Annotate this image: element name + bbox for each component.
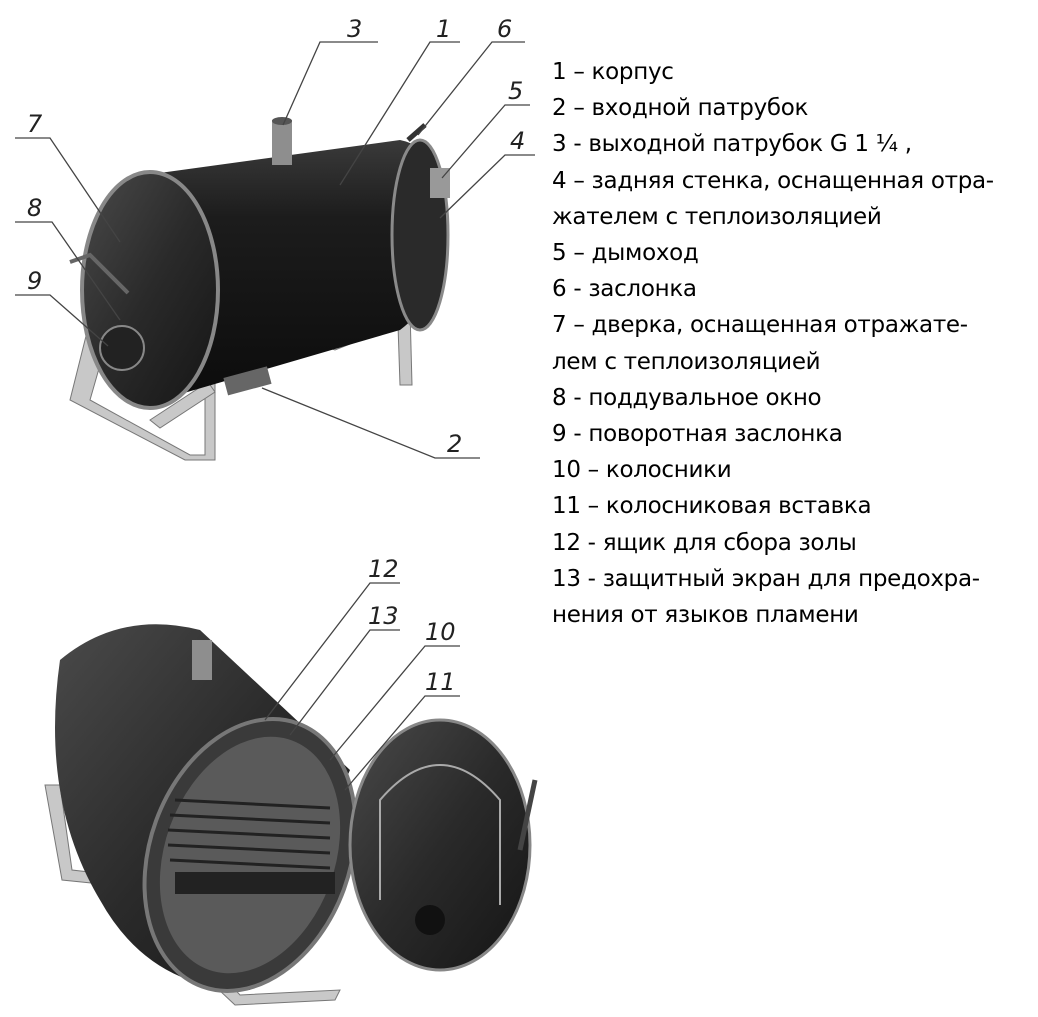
legend-item: 4 – задняя стенка, оснащенная отра- (552, 167, 994, 194)
parts-legend: 1 – корпус 2 – входной патрубок 3 - выхо… (552, 54, 994, 633)
open-door (348, 718, 532, 972)
legend-item: 9 - поворотная заслонка (552, 421, 843, 448)
callout-4: 4 (510, 127, 525, 155)
door (80, 170, 220, 410)
legend-item: 8 - поддувальное окно (552, 384, 822, 411)
door-handle (517, 779, 538, 851)
inlet-pipe (223, 366, 272, 396)
callout-7: 7 (27, 110, 43, 138)
callout-6: 6 (497, 15, 512, 43)
legend-item: 1 – корпус (552, 59, 674, 85)
door-handle (69, 252, 130, 295)
boiler-body (145, 140, 446, 400)
legend-item: 13 - защитный экран для предохра- (552, 565, 980, 592)
legend-item: 10 – колосники (552, 457, 732, 484)
callout-9: 9 (27, 267, 42, 295)
rotary-damper (99, 325, 145, 371)
outlet-pipe (192, 640, 212, 680)
callout-8: 8 (27, 194, 42, 222)
grate-bars (167, 798, 331, 870)
legend-item: лем с теплоизоляцией (552, 348, 821, 375)
air-window (415, 905, 445, 935)
boiler-open-view: 12 13 10 11 (44, 555, 538, 1006)
callout-10: 10 (425, 618, 456, 646)
ash-box (175, 872, 335, 894)
damper (406, 123, 427, 142)
legend-item: 7 – дверка, оснащенная отражате- (552, 312, 968, 339)
boiler-assembled-view: 3 1 6 5 4 7 8 9 2 (15, 15, 535, 461)
legend-item: 11 – колосниковая вставка (552, 493, 872, 520)
legend-item: 3 - выходной патрубок G 1 ¼ , (552, 131, 912, 158)
callout-5: 5 (508, 77, 523, 105)
legend-item: 12 - ящик для сбора золы (552, 529, 857, 556)
callout-2: 2 (447, 430, 462, 458)
legend-item: 5 – дымоход (552, 240, 699, 267)
legend-item: нения от языков пламени (552, 602, 859, 629)
callout-13: 13 (368, 602, 399, 630)
legend-item: жателем с теплоизоляцией (552, 203, 882, 230)
outlet-pipe (272, 120, 292, 165)
legend-item: 6 - заслонка (552, 276, 697, 303)
firebox-interior (159, 736, 341, 974)
callout-3: 3 (347, 15, 362, 43)
callout-1: 1 (436, 15, 451, 43)
callout-12: 12 (368, 555, 399, 583)
callout-11: 11 (425, 668, 456, 696)
legend-item: 2 – входной патрубок (552, 95, 809, 122)
